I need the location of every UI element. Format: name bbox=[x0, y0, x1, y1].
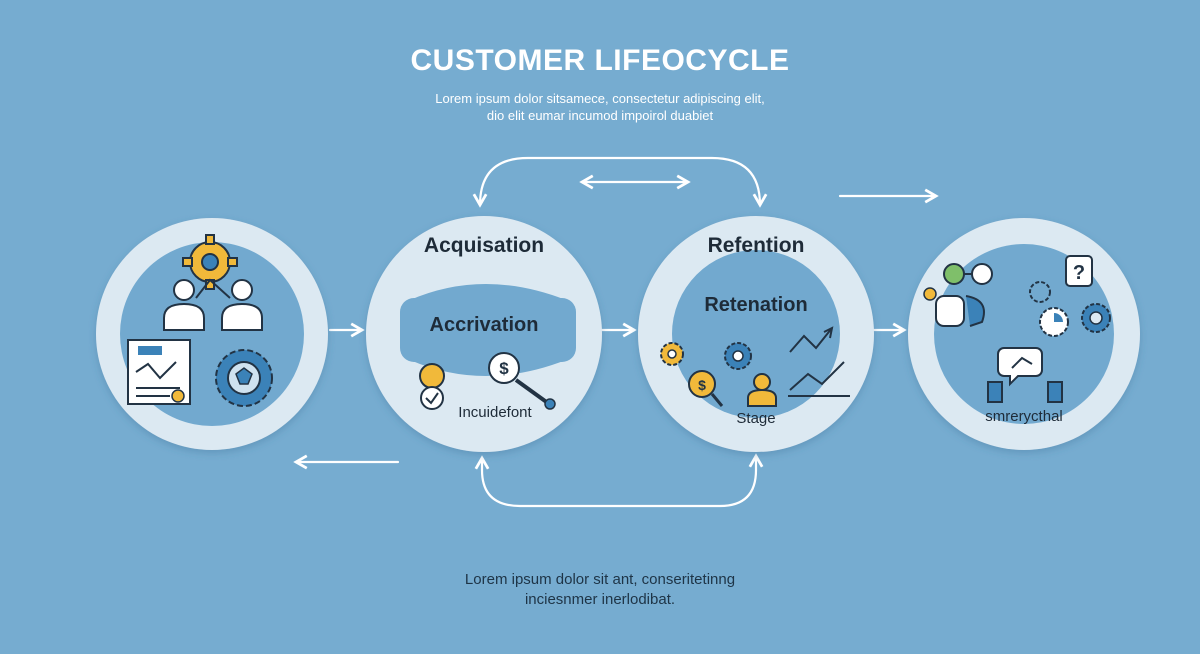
stage3-title: Refention bbox=[707, 234, 805, 257]
document-chart-icon bbox=[127, 339, 191, 405]
person-icon bbox=[747, 373, 777, 407]
footer-text: Lorem ipsum dolor sit ant, conseritetinn… bbox=[0, 570, 1200, 610]
flow-arrows bbox=[293, 156, 939, 508]
bottom-loop-arrow bbox=[474, 453, 764, 508]
stage2-caption: Incuidefont bbox=[458, 404, 532, 421]
stage2-inner-label: Accrivation bbox=[429, 314, 539, 336]
dollar-coin-icon: $ bbox=[488, 352, 556, 410]
subtitle: Lorem ipsum dolor sitsamece, consectetur… bbox=[0, 90, 1200, 124]
footer-line-2: inciesnmer inerlodibat. bbox=[524, 591, 676, 608]
stage3-inner-label: Retenation bbox=[704, 294, 808, 316]
speech-bubble-icon bbox=[987, 347, 1063, 403]
chart-trend-icon bbox=[788, 326, 850, 397]
magnifier-icon: $ bbox=[688, 370, 724, 407]
page-title: CUSTOMER LIFEOCYCLE bbox=[410, 44, 790, 77]
clock-icon bbox=[419, 363, 445, 410]
people-icon bbox=[163, 278, 263, 331]
gear-icon bbox=[1081, 303, 1111, 333]
stage4-caption: smrerycthal bbox=[985, 408, 1063, 425]
subtitle-line-1: Lorem ipsum dolor sitsamece, consectetur… bbox=[435, 91, 765, 106]
gear-icon bbox=[182, 234, 238, 290]
gear-icon bbox=[1039, 307, 1069, 337]
footer-line-1: Lorem ipsum dolor sit ant, conseritetinn… bbox=[464, 571, 736, 588]
top-loop-arrow bbox=[472, 156, 768, 208]
gear-icon bbox=[660, 342, 684, 366]
lightbulb-head-icon bbox=[923, 263, 993, 327]
svg-text:$: $ bbox=[698, 377, 706, 393]
svg-text:$: $ bbox=[499, 359, 509, 378]
subtitle-line-2: dio elit eumar incumod impoirol duabiet bbox=[486, 108, 714, 123]
gear-icon bbox=[724, 342, 752, 370]
stage-circle-4 bbox=[908, 218, 1140, 450]
gear-icon bbox=[1029, 281, 1051, 303]
stage2-title: Acquisation bbox=[423, 234, 545, 257]
stage3-caption: Stage bbox=[736, 410, 776, 427]
svg-text:?: ? bbox=[1073, 262, 1085, 284]
puzzle-gear-icon bbox=[215, 349, 273, 407]
question-icon: ? bbox=[1065, 255, 1093, 287]
